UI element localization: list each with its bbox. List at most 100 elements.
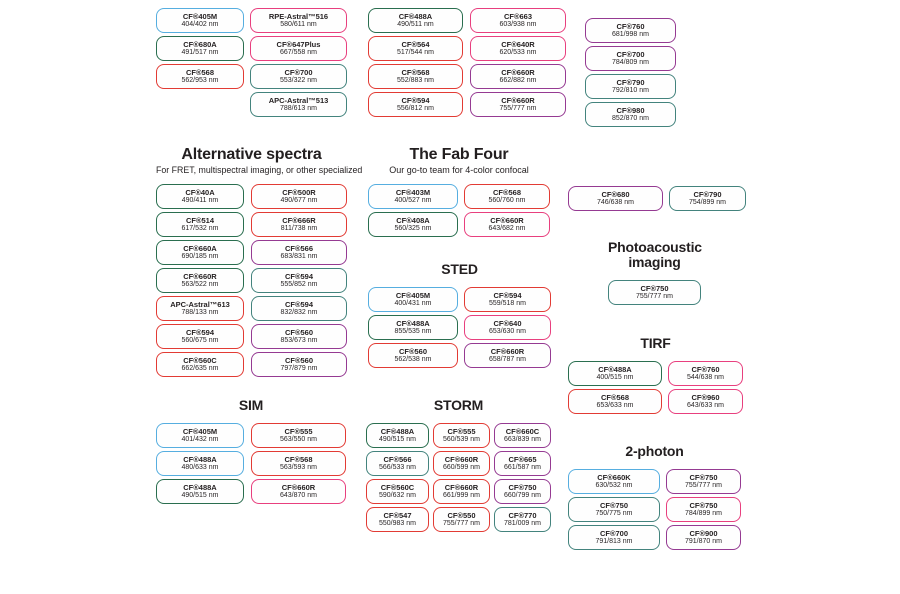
dye-excitation-emission: 560/675 nm: [181, 337, 219, 345]
dye-excitation-emission: 755/777 nm: [636, 293, 673, 301]
dye-name: CF®700: [616, 49, 645, 59]
dye-name: CF®663: [503, 11, 533, 21]
dye-name: CF®700: [599, 528, 629, 538]
dye-name: CF®488A: [396, 318, 430, 328]
dye-name: CF®660R: [501, 95, 535, 105]
dye-name: CF®594: [185, 328, 215, 338]
dye-excitation-emission: 562/538 nm: [394, 355, 432, 363]
dye-excitation-emission: 400/527 nm: [394, 197, 432, 205]
sted-title: STED: [441, 261, 478, 277]
tirf-title: TIRF: [640, 335, 671, 351]
dye-excitation-emission: 630/532 nm: [595, 481, 633, 489]
dye-excitation-emission: 681/998 nm: [612, 30, 649, 38]
dye-excitation-emission: 590/632 nm: [379, 491, 416, 499]
dye-name: CF®405M: [182, 426, 218, 436]
dye-name: CF®750: [689, 500, 718, 510]
dye-excitation-emission: 490/677 nm: [280, 197, 318, 205]
dye-name: APC-Astral™613: [170, 300, 230, 310]
dye-excitation-emission: 791/870 nm: [685, 537, 722, 545]
dye-excitation-emission: 662/635 nm: [181, 365, 219, 373]
two-photon-title: 2-photon: [625, 443, 684, 459]
dye-name: CF®568: [284, 454, 313, 464]
dye-name: CF®760: [691, 364, 720, 374]
dye-name: CF®750: [599, 500, 629, 510]
dye-excitation-emission: 754/899 nm: [689, 198, 726, 206]
fab-four-subtitle: Our go-to team for 4-color confocal: [389, 165, 529, 176]
dye-excitation-emission: 660/799 nm: [504, 491, 541, 499]
dye-excitation-emission: 490/511 nm: [397, 20, 434, 28]
dye-excitation-emission: 401/432 nm: [181, 435, 219, 443]
dye-excitation-emission: 832/832 nm: [280, 309, 318, 317]
dye-excitation-emission: 560/539 nm: [443, 435, 480, 443]
dye-name: CF®594: [493, 290, 522, 300]
dye-excitation-emission: 490/515 nm: [181, 491, 219, 499]
dye-name: CF®568: [185, 67, 215, 77]
dye-name: CF®500R: [282, 188, 316, 198]
dye-excitation-emission: 852/870 nm: [612, 114, 649, 122]
dye-name: CF®660A: [183, 244, 217, 254]
dye-name: CF®405M: [182, 11, 218, 21]
dye-excitation-emission: 788/133 nm: [181, 309, 219, 317]
dye-name: CF®488A: [183, 482, 217, 492]
dye-name: CF®666R: [282, 216, 316, 226]
dye-excitation-emission: 491/517 nm: [181, 48, 219, 56]
dye-name: CF®680A: [183, 39, 217, 49]
dye-name: CF®555: [447, 426, 476, 436]
dye-name: CF®660R: [183, 272, 217, 282]
dye-excitation-emission: 404/402 nm: [181, 20, 219, 28]
photoacoustic-title: Photoacoustic imaging: [608, 239, 702, 271]
dye-name: CF®566: [284, 244, 314, 254]
dye-name: CF®750: [640, 284, 669, 294]
dye-excitation-emission: 603/938 nm: [499, 20, 537, 28]
dye-name: CF®660R: [501, 67, 535, 77]
dye-excitation-emission: 755/777 nm: [685, 481, 722, 489]
dye-name: CF®560: [284, 328, 314, 338]
dye-name: CF®660R: [490, 346, 525, 356]
dye-excitation-emission: 400/515 nm: [596, 373, 634, 381]
dye-excitation-emission: 755/777 nm: [443, 519, 480, 527]
alternative-spectra-subtitle: For FRET, multispectral imaging, or othe…: [156, 165, 363, 176]
